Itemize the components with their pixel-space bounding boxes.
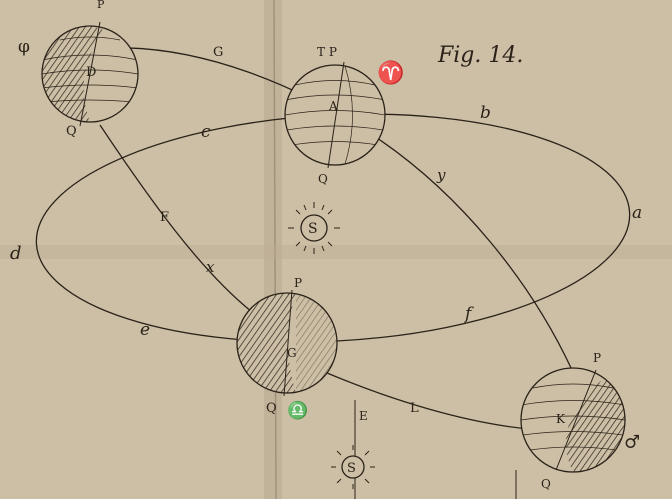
label-globe-g-center: G: [287, 346, 297, 360]
label-globe-d-pole: P: [97, 0, 105, 11]
label-globe-a-q: Q: [318, 172, 328, 186]
label-globe-k-symbol: ♂: [624, 432, 640, 453]
orbit-label-a: a: [632, 203, 642, 223]
path-label-l: L: [410, 401, 419, 416]
label-globe-d-symbol: φ: [18, 37, 30, 57]
orbit-label-c: c: [201, 122, 211, 142]
orbit-label-e: e: [140, 320, 150, 340]
label-globe-a-center: A: [328, 99, 338, 113]
label-sun-center: S: [308, 221, 318, 237]
label-globe-g-symbol: ♎: [287, 400, 308, 421]
label-globe-d-center: D: [86, 65, 96, 80]
label-globe-g-pole: P: [294, 276, 302, 290]
path-label-f-upper: F: [160, 210, 169, 225]
label-globe-d-q: Q: [66, 124, 77, 139]
orbit-label-b: b: [480, 103, 491, 123]
label-sun-bottom: S: [347, 461, 356, 476]
label-globe-a-symbol: ♈: [377, 60, 404, 86]
label-globe-k-pole: P: [593, 351, 601, 365]
label-globe-k-center: K: [556, 412, 566, 426]
label-globe-a-pole: T P: [317, 45, 337, 59]
label-globe-k-q: Q: [541, 477, 551, 491]
path-label-e-upper: E: [359, 409, 368, 423]
horizontal-fold: [0, 245, 672, 259]
path-label-y: y: [436, 166, 446, 184]
label-globe-g-q: Q: [266, 401, 277, 416]
path-label-x: x: [206, 258, 215, 276]
path-label-g: G: [213, 45, 223, 60]
orbit-label-d: d: [10, 243, 22, 264]
figure-caption: Fig. 14.: [437, 43, 523, 68]
